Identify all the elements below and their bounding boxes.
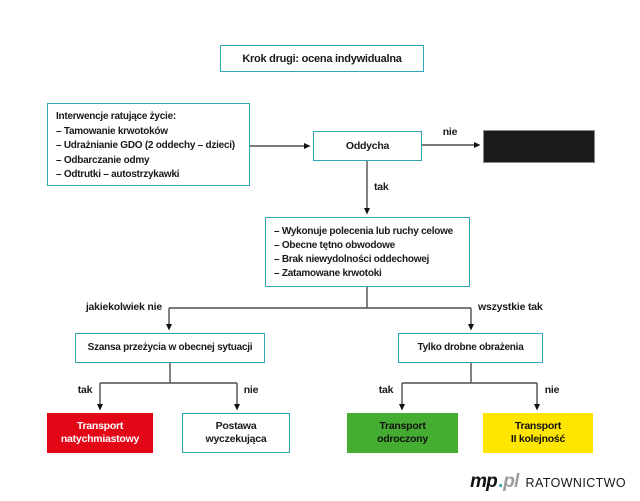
minor-injuries-box: Tylko drobne obrażenia bbox=[398, 333, 543, 363]
black-outcome-box bbox=[483, 130, 595, 163]
edge-label-any-no: jakiekolwiek nie bbox=[85, 301, 162, 313]
logo-pl: pl bbox=[503, 471, 519, 492]
edge-label-minor-no: nie bbox=[544, 384, 560, 396]
criteria-item: – Wykonuje polecenia lub ruchy celowe bbox=[274, 226, 453, 237]
criteria-item: – Zatamowane krwotoki bbox=[274, 268, 382, 279]
intervention-item: – Odbarczanie odmy bbox=[56, 154, 150, 166]
logo-mp: mp bbox=[470, 471, 498, 492]
edge-label-survival-yes: tak bbox=[77, 384, 93, 396]
assessment-criteria-box: – Wykonuje polecenia lub ruchy celowe – … bbox=[265, 217, 470, 287]
criteria-item: – Brak niewydolności oddechowej bbox=[274, 254, 430, 265]
intervention-item: – Tamowanie krwotoków bbox=[56, 125, 168, 137]
interventions-heading: Interwencje ratujące życie: bbox=[56, 111, 176, 122]
edge-label-minor-yes: tak bbox=[378, 384, 394, 396]
immediate-transport-box: Transport natychmiastowy bbox=[47, 413, 153, 453]
breathing-decision-box: Oddycha bbox=[313, 131, 422, 161]
edge-label-all-yes: wszystkie tak bbox=[478, 301, 543, 313]
expectant-attitude-box: Postawa wyczekująca bbox=[182, 413, 290, 453]
intervention-item: – Udrażnianie GDO (2 oddechy – dzieci) bbox=[56, 140, 235, 151]
second-priority-transport-box: Transport II kolejność bbox=[483, 413, 593, 453]
mp-pl-ratownictwo-logo: mp.pl RATOWNICTWO bbox=[470, 471, 626, 493]
edge-label-survival-no: nie bbox=[243, 384, 259, 396]
survival-chance-text: Szansa przeżycia w obecnej sytuacji bbox=[87, 342, 253, 353]
survival-chance-box: Szansa przeżycia w obecnej sytuacji bbox=[75, 333, 265, 363]
step-title-text: Krok drugi: ocena indywidualna bbox=[242, 52, 402, 65]
logo-dot: . bbox=[497, 471, 504, 492]
delayed-transport-box: Transport odroczony bbox=[347, 413, 458, 453]
logo-brand-text: RATOWNICTWO bbox=[525, 476, 626, 490]
intervention-item: – Odtrutki – autostrzykawki bbox=[56, 169, 180, 180]
step-title-box: Krok drugi: ocena indywidualna bbox=[220, 45, 424, 72]
life-saving-interventions-box: Interwencje ratujące życie: – Tamowanie … bbox=[47, 103, 250, 186]
edge-label-breathing-no: nie bbox=[442, 126, 458, 138]
minor-injuries-text: Tylko drobne obrażenia bbox=[417, 342, 524, 353]
edge-label-breathing-yes: tak bbox=[374, 181, 389, 193]
criteria-item: – Obecne tętno obwodowe bbox=[274, 240, 395, 251]
breathing-text: Oddycha bbox=[345, 140, 390, 152]
